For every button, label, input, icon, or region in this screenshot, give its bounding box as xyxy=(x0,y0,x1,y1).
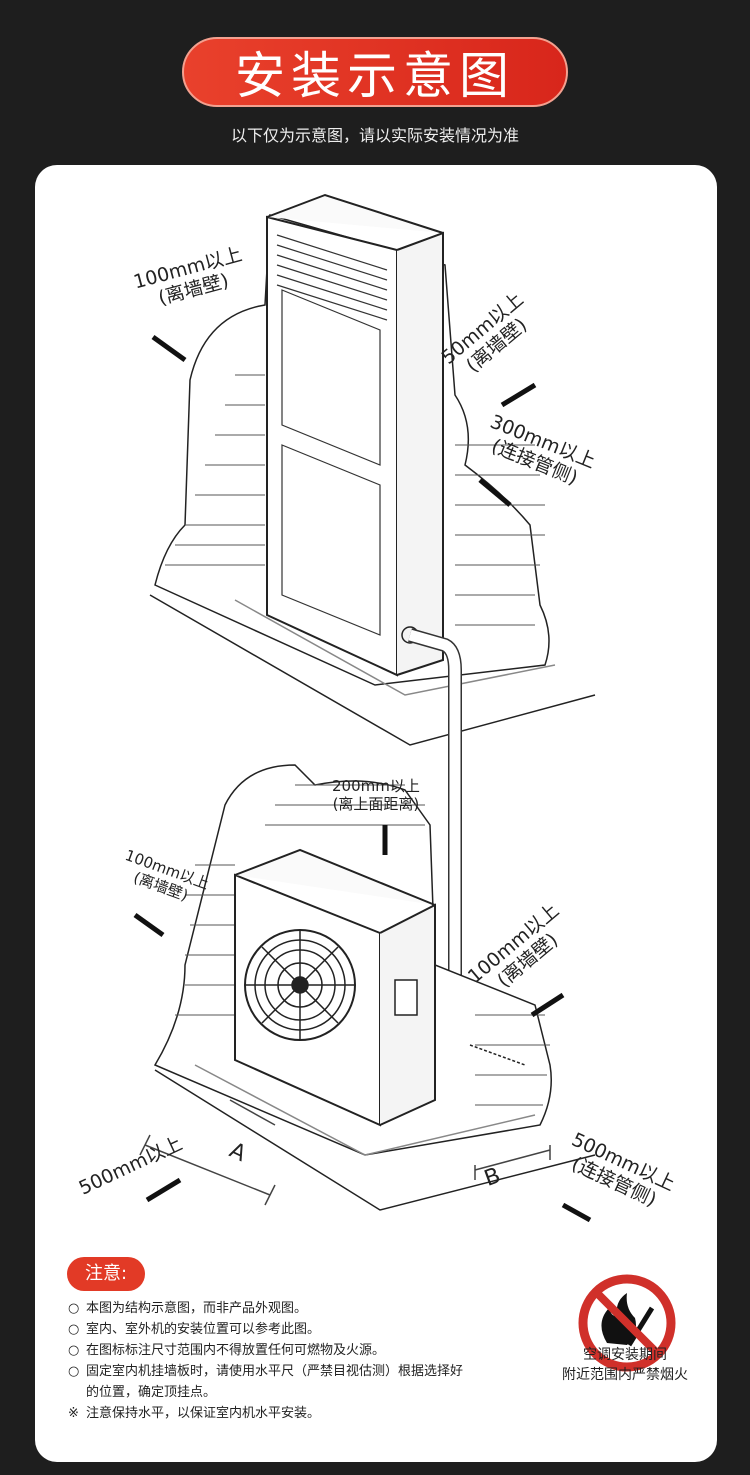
bullet: ○ xyxy=(68,1364,80,1379)
note-item: ○ 在图标标注尺寸范围内不得放置任何可燃物及火源。 xyxy=(68,1340,466,1361)
outdoor-top-clearance-label: 200mm以上(离上面距离) xyxy=(332,777,420,813)
fire-warning-line: 空调安装期间 xyxy=(583,1347,667,1363)
bullet: ○ xyxy=(68,1301,80,1316)
clearance-arrows xyxy=(133,334,592,1223)
brick-pattern-outdoor xyxy=(175,784,550,1106)
bullet: ○ xyxy=(68,1343,80,1358)
page-subtitle: 以下仅为示意图，请以实际安装情况为准 xyxy=(230,126,519,145)
note-item: ○ 固定室内机挂墙板时，请使用水平尺（严禁目视估测）根据选择好的位置，确定顶挂点。 xyxy=(68,1361,466,1403)
clearance-distance: 200mm以上 xyxy=(332,777,420,795)
fire-warning-line: 附近范围内严禁烟火 xyxy=(562,1367,688,1383)
diagram-card: 100mm以上(离墙壁) 50mm以上(离墙壁) 300mm以上(连接管侧) 2… xyxy=(35,165,717,1462)
installation-drawing xyxy=(133,193,596,1223)
outdoor-floor xyxy=(154,1069,596,1211)
notes-list: ○ 本图为结构示意图，而非产品外观图。 ○ 室内、室外机的安装位置可以参考此图。 ○… xyxy=(68,1298,466,1424)
clearance-note: (离上面距离) xyxy=(332,795,420,813)
note-item: ○ 本图为结构示意图，而非产品外观图。 xyxy=(68,1298,466,1319)
note-item: ○ 室内、室外机的安装位置可以参考此图。 xyxy=(68,1319,466,1340)
no-fire-icon xyxy=(578,1274,676,1372)
note-text: 室内、室外机的安装位置可以参考此图。 xyxy=(86,1322,321,1337)
note-text: 本图为结构示意图，而非产品外观图。 xyxy=(86,1301,308,1316)
indoor-floor xyxy=(149,594,596,746)
bullet: ※ xyxy=(68,1406,79,1421)
fan-guard xyxy=(244,929,356,1041)
note-item: ※ 注意保持水平，以保证室内机水平安装。 xyxy=(68,1403,466,1424)
note-text: 固定室内机挂墙板时，请使用水平尺（严禁目视估测）根据选择好的位置，确定顶挂点。 xyxy=(86,1364,464,1400)
note-text: 注意保持水平，以保证室内机水平安装。 xyxy=(86,1406,321,1421)
brick-pattern xyxy=(165,374,545,626)
page-title: 安装示意图 xyxy=(182,37,568,107)
note-text: 在图标标注尺寸范围内不得放置任何可燃物及火源。 xyxy=(86,1343,386,1358)
bullet: ○ xyxy=(68,1322,80,1337)
notice-badge: 注意: xyxy=(67,1257,145,1291)
indoor-grille xyxy=(276,234,388,636)
fire-warning-caption: 空调安装期间 附近范围内严禁烟火 xyxy=(545,1345,705,1385)
